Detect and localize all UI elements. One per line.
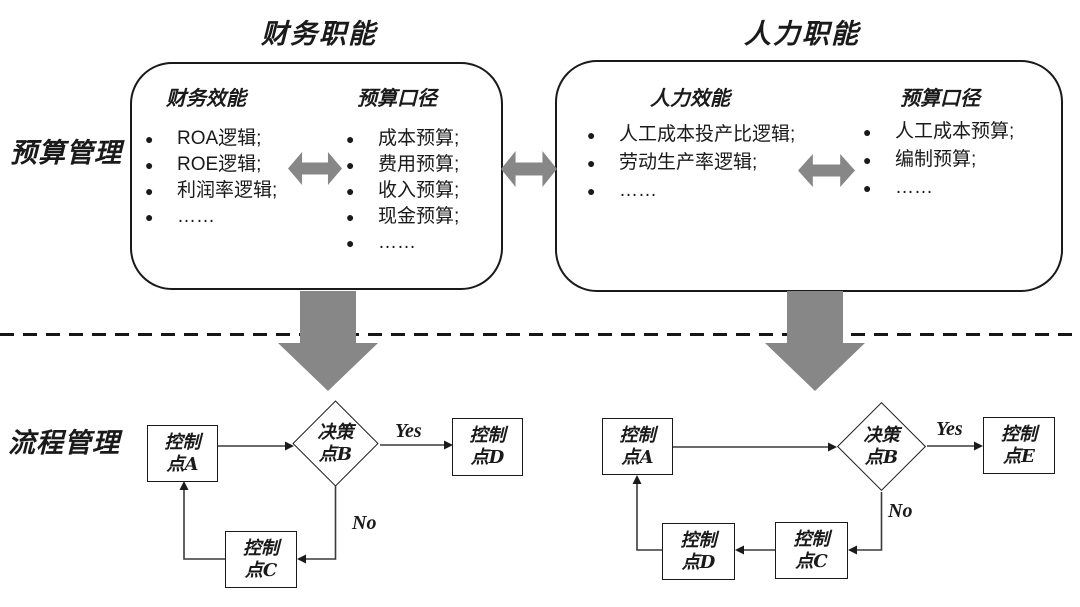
list-item: ● 收入预算; bbox=[346, 178, 496, 204]
flow-node-label: 决策 点B bbox=[863, 425, 900, 468]
bullet-icon: ● bbox=[863, 180, 872, 196]
hr-down-arrow-icon bbox=[765, 291, 865, 391]
bullet-icon: ● bbox=[587, 183, 596, 199]
panels-exchange-arrow-icon bbox=[501, 151, 557, 187]
section-divider bbox=[0, 333, 1080, 336]
flow-finance-node-decision-b: 决策 点B bbox=[298, 414, 373, 474]
bullet-icon: ● bbox=[346, 209, 355, 225]
flow-hr-node-control-d: 控制 点D bbox=[662, 523, 735, 580]
bullet-icon: ● bbox=[346, 235, 355, 251]
bullet-icon: ● bbox=[863, 124, 872, 140]
flow-node-label: 控制 点D bbox=[469, 425, 506, 468]
list-item: ● 现金预算; bbox=[346, 204, 496, 230]
flow-hr-no-label: No bbox=[888, 500, 913, 522]
bullet-icon: ● bbox=[863, 152, 872, 168]
bullet-icon: ● bbox=[145, 183, 154, 199]
bullet-icon: ● bbox=[346, 157, 355, 173]
list-item-text: 劳动生产率逻辑; bbox=[619, 152, 758, 173]
list-item: ● …… bbox=[863, 174, 1043, 202]
flow-node-label: 控制 点C bbox=[243, 537, 279, 581]
flow-hr-node-control-c: 控制 点C bbox=[775, 522, 848, 579]
bullet-icon: ● bbox=[145, 157, 154, 173]
list-item: ● ROA逻辑; bbox=[145, 126, 325, 152]
bullet-icon: ● bbox=[346, 131, 355, 147]
list-item-text: …… bbox=[895, 177, 933, 198]
flow-finance-yes-label: Yes bbox=[395, 420, 422, 442]
bullet-icon: ● bbox=[346, 183, 355, 199]
flow-hr-node-control-e: 控制 点E bbox=[983, 417, 1055, 474]
flow-finance-node-control-d: 控制 点D bbox=[452, 418, 523, 476]
hr-budget-caliber-header: 预算口径 bbox=[900, 86, 980, 110]
list-item-text: 人工成本预算; bbox=[895, 121, 1015, 142]
list-item-text: …… bbox=[619, 180, 657, 201]
flow-finance-node-control-a: 控制 点A bbox=[147, 425, 218, 482]
list-item-text: 现金预算; bbox=[378, 206, 460, 227]
process-management-label: 流程管理 bbox=[8, 428, 120, 459]
list-item-text: …… bbox=[378, 232, 416, 253]
list-item: ● 编制预算; bbox=[863, 146, 1043, 174]
list-item-text: 编制预算; bbox=[895, 149, 977, 170]
finance-effectiveness-list: ● ROA逻辑; ● ROE逻辑; ● 利润率逻辑; ● …… bbox=[145, 126, 325, 230]
list-item-text: …… bbox=[177, 206, 215, 227]
arrowhead-icon bbox=[848, 545, 857, 555]
list-item-text: 收入预算; bbox=[378, 180, 460, 201]
flow-node-label: 控制 点A bbox=[619, 424, 656, 468]
finance-budget-caliber-header: 预算口径 bbox=[357, 86, 437, 110]
flow-node-label: 控制 点E bbox=[1001, 423, 1037, 467]
arrowhead-icon bbox=[828, 442, 837, 452]
list-item: ● 劳动生产率逻辑; bbox=[587, 149, 807, 177]
finance-down-arrow-icon bbox=[278, 291, 378, 391]
arrowhead-icon bbox=[632, 475, 642, 484]
finance-panel-title: 财务职能 bbox=[261, 19, 377, 50]
hr-panel-title: 人力职能 bbox=[744, 19, 860, 50]
bullet-icon: ● bbox=[587, 127, 596, 143]
list-item: ● ROE逻辑; bbox=[145, 152, 325, 178]
list-item-text: ROE逻辑; bbox=[177, 154, 262, 175]
list-item: ● …… bbox=[587, 177, 807, 205]
finance-effectiveness-header: 财务效能 bbox=[166, 86, 246, 110]
arrowhead-icon bbox=[297, 554, 306, 564]
arrowhead-icon bbox=[179, 481, 189, 490]
flow-hr-node-decision-b: 决策 点B bbox=[844, 417, 919, 477]
connector-finance-c-to-a bbox=[183, 490, 225, 560]
list-item-text: 人工成本投产比逻辑; bbox=[619, 124, 796, 145]
list-item: ● 人工成本预算; bbox=[863, 118, 1043, 146]
bullet-icon: ● bbox=[145, 131, 154, 147]
flow-node-label: 决策 点B bbox=[317, 422, 354, 465]
finance-budget-caliber-list: ● 成本预算; ● 费用预算; ● 收入预算; ● 现金预算; ● …… bbox=[346, 126, 496, 256]
list-item: ● …… bbox=[145, 204, 325, 230]
list-item-text: 成本预算; bbox=[378, 128, 460, 149]
list-item: ● …… bbox=[346, 230, 496, 256]
list-item-text: ROA逻辑; bbox=[177, 128, 262, 149]
connector-hr-b-to-c bbox=[857, 492, 883, 551]
flow-node-label: 控制 点A bbox=[164, 431, 201, 475]
list-item: ● 人工成本投产比逻辑; bbox=[587, 121, 807, 149]
flow-finance-no-label: No bbox=[352, 512, 377, 534]
list-item: ● 费用预算; bbox=[346, 152, 496, 178]
bullet-icon: ● bbox=[145, 209, 154, 225]
hr-effectiveness-header: 人力效能 bbox=[650, 86, 730, 110]
connector-hr-d-to-a bbox=[636, 484, 662, 551]
flow-finance-node-control-c: 控制 点C bbox=[225, 531, 297, 588]
list-item-text: 利润率逻辑; bbox=[177, 180, 278, 201]
flow-node-label: 控制 点D bbox=[680, 529, 717, 573]
list-item: ● 成本预算; bbox=[346, 126, 496, 152]
connector-finance-b-to-c bbox=[306, 486, 337, 560]
list-item: ● 利润率逻辑; bbox=[145, 178, 325, 204]
hr-effectiveness-list: ● 人工成本投产比逻辑; ● 劳动生产率逻辑; ● …… bbox=[587, 121, 807, 205]
list-item-text: 费用预算; bbox=[378, 154, 460, 175]
flow-node-label: 控制 点C bbox=[793, 528, 830, 572]
hr-budget-caliber-list: ● 人工成本预算; ● 编制预算; ● …… bbox=[863, 118, 1043, 202]
budget-management-label: 预算管理 bbox=[10, 138, 122, 169]
flow-hr-yes-label: Yes bbox=[936, 418, 963, 440]
bullet-icon: ● bbox=[587, 155, 596, 171]
arrowhead-icon bbox=[974, 441, 983, 451]
arrowhead-icon bbox=[735, 545, 744, 555]
finance-panel bbox=[130, 62, 503, 290]
flow-hr-node-control-a: 控制 点A bbox=[602, 418, 673, 475]
